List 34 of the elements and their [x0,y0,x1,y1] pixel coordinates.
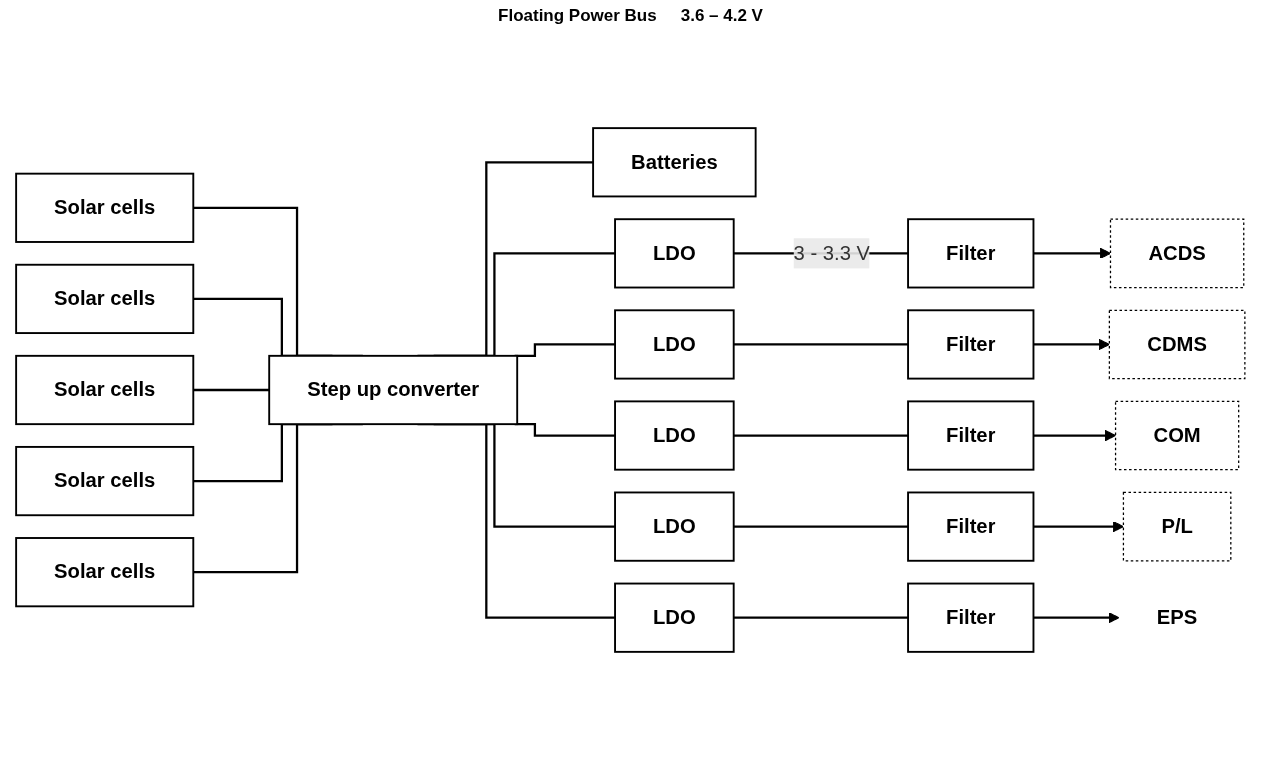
node-box: Filter [907,400,1035,471]
connector [733,343,909,346]
arrow [1033,247,1111,259]
node-box: LDO [614,582,735,653]
node-box: LDO [614,491,735,562]
node-box: Solar cells [15,445,195,517]
bus-label: 3.6 – 4.2 V [680,6,763,26]
node-box: Solar cells [15,263,195,334]
edge-label: 3 - 3.3 V [793,241,871,264]
node-box: COM [1114,400,1240,471]
connector [733,616,909,619]
bus-label: Floating Power Bus [498,6,657,26]
node-box: Solar cells [15,537,195,608]
node-box: P/L [1122,491,1232,562]
node-box: LDO [614,309,735,380]
arrow [1033,612,1120,624]
node-box: Solar cells [15,172,195,243]
node-box: CDMS [1108,309,1246,380]
node-box: Filter [907,218,1035,289]
connector [733,434,909,437]
arrow [1033,521,1124,533]
node-box: ACDS [1109,218,1245,289]
node-text: EPS [1156,606,1198,628]
connector [733,525,909,528]
node-box: LDO [614,218,735,289]
connector [193,388,270,392]
node-box: Solar cells [15,354,195,426]
node-box: Filter [907,309,1035,380]
node-box: Batteries [592,127,757,198]
node-box: LDO [614,400,735,471]
node-box: Filter [907,491,1035,562]
arrow [1033,338,1110,350]
node-box: Step up converter [268,354,519,426]
node-box: Filter [907,582,1035,653]
